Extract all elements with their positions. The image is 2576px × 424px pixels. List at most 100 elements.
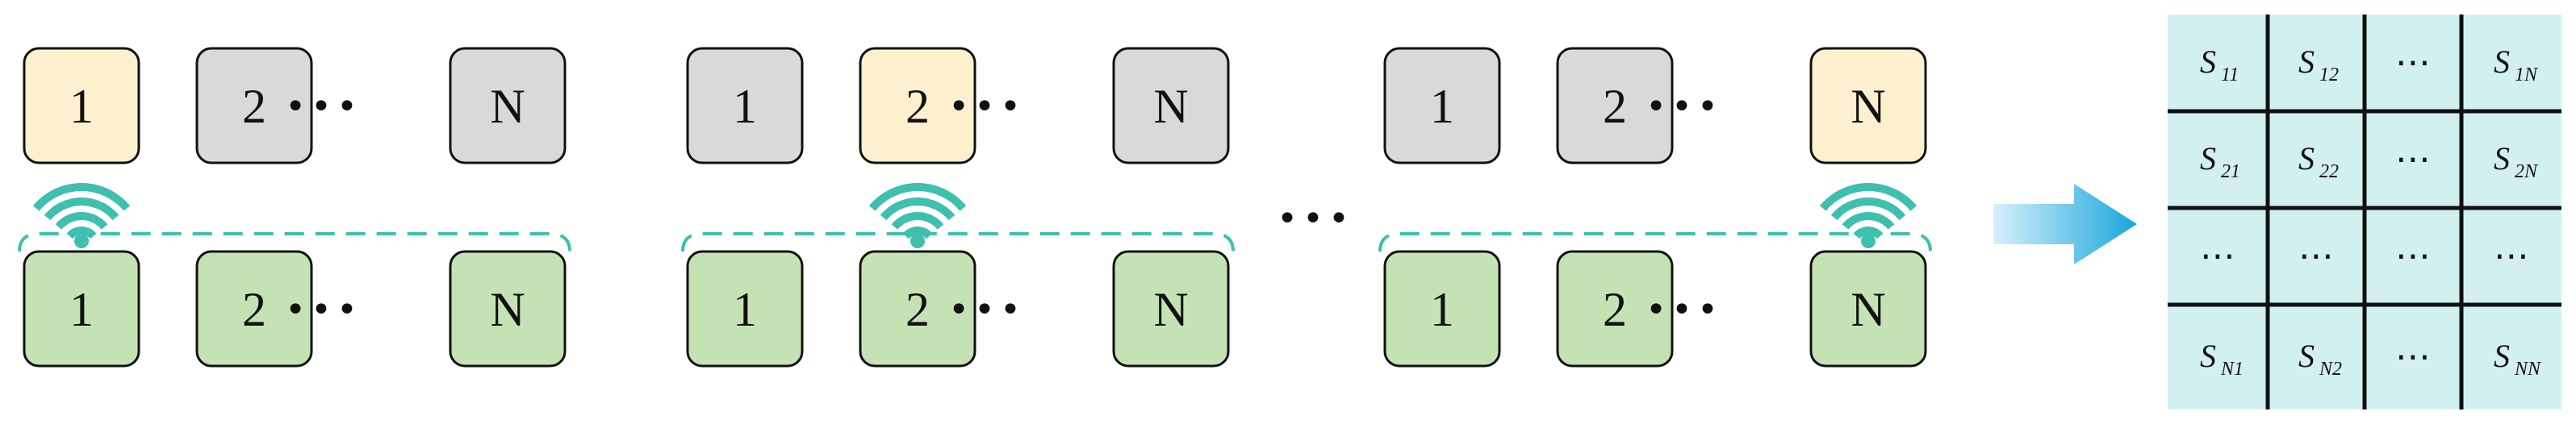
receiver-box: N (449, 250, 567, 368)
receiver-box: 1 (1383, 250, 1501, 368)
signal-arc (1819, 182, 1917, 211)
transmitter-box-rect (1556, 47, 1674, 164)
signal-arc (880, 197, 956, 221)
transmitter-box-rect (686, 47, 804, 164)
signal-source-dot (910, 234, 925, 248)
transmitter-box-label: N (490, 80, 525, 133)
arrow-layer (1993, 184, 2137, 264)
receiver-box-rect (23, 250, 140, 368)
matrix-cell: ⋯ (2395, 139, 2431, 180)
receiver-box: 1 (686, 250, 804, 368)
matrix-ellipsis: ⋯ (2395, 42, 2431, 83)
transmitter-box-label: 1 (1430, 80, 1454, 133)
matrix-entry-subscript: 21 (2221, 161, 2240, 182)
matrix-cell: ⋯ (2395, 235, 2431, 276)
bottom-row-ellipsis: ••• (948, 289, 1026, 330)
matrix-ellipsis: ⋯ (2200, 235, 2235, 276)
signal-source-dot (74, 234, 89, 248)
transmitter-box-label: 2 (242, 80, 266, 133)
transmitter-box-rect (1383, 47, 1501, 164)
matrix-entry-subscript: NN (2514, 359, 2542, 380)
receiver-bracket (18, 232, 571, 252)
wireless-signal-icon (1819, 182, 1917, 248)
matrix-ellipsis: ⋯ (2494, 235, 2529, 276)
active-transmitter-box: N (1809, 47, 1927, 164)
matrix-entry-subscript: N2 (2319, 359, 2342, 380)
signal-arc (66, 227, 97, 239)
matrix-entry: S (2298, 44, 2315, 80)
matrix-entry: S (2494, 44, 2510, 80)
matrix-cell: ⋯ (2298, 235, 2334, 276)
receiver-box: N (1809, 250, 1927, 368)
active-transmitter-box-rect (23, 47, 140, 164)
matrix-entry-subscript: 2N (2515, 161, 2539, 182)
between-groups-ellipsis: ••• (1277, 198, 1354, 239)
receiver-box-label: N (1850, 283, 1885, 336)
transmitter-box-rect (449, 47, 567, 164)
signal-arc (1853, 226, 1884, 239)
matrix-entry-subscript: N1 (2220, 359, 2244, 380)
active-transmitter-box-label: 1 (69, 80, 94, 133)
signal-arc (868, 183, 967, 211)
receiver-box: N (1112, 250, 1230, 368)
receiver-box: 1 (23, 250, 140, 368)
receiver-box-rect (1556, 250, 1674, 368)
receiver-box-rect (859, 250, 976, 368)
signal-arc (902, 227, 933, 239)
active-transmitter-box-label: 2 (905, 80, 930, 133)
receiver-box-label: 2 (905, 283, 930, 336)
active-transmitter-box-rect (859, 47, 976, 164)
transmitter-box: N (1112, 47, 1230, 164)
receiver-box-label: 1 (1430, 283, 1454, 336)
matrix-cell: ⋯ (2200, 235, 2235, 276)
transmitter-box: 1 (1383, 47, 1501, 164)
active-transmitter-box-rect (1809, 47, 1927, 164)
top-row-ellipsis: ••• (1646, 86, 1723, 127)
matrix-entry-subscript: 22 (2319, 161, 2339, 182)
receiver-box-rect (449, 250, 567, 368)
matrix-entry-subscript: 1N (2515, 64, 2539, 85)
signal-arc (32, 183, 131, 211)
receiver-box-label: N (1153, 283, 1188, 336)
signal-arc (1842, 211, 1895, 230)
receiver-box: 2 (195, 250, 313, 368)
signal-arc (1830, 197, 1906, 221)
top-row-ellipsis: ••• (285, 86, 362, 127)
receiver-box-label: 1 (733, 283, 757, 336)
matrix-entry-subscript: 11 (2221, 64, 2239, 85)
matrix-ellipsis: ⋯ (2298, 235, 2334, 276)
transmitter-box-label: N (1153, 80, 1188, 133)
matrix-ellipsis: ⋯ (2395, 336, 2431, 377)
matrix-entry: S (2200, 140, 2216, 177)
wireless-signal-icon (868, 183, 967, 248)
wireless-signal-icon (32, 183, 131, 248)
matrix-entry: S (2298, 140, 2315, 177)
signal-arc (44, 197, 119, 221)
transmitter-box-label: 1 (733, 80, 757, 133)
matrix-ellipsis: ⋯ (2395, 139, 2431, 180)
receiver-box: 2 (859, 250, 976, 368)
active-transmitter-box-label: N (1850, 80, 1885, 133)
transmitter-box: 1 (686, 47, 804, 164)
matrix-entry: S (2200, 338, 2216, 374)
receiver-box-rect (195, 250, 313, 368)
matrix-cell: ⋯ (2395, 336, 2431, 377)
receiver-box: 2 (1556, 250, 1674, 368)
active-transmitter-box: 1 (23, 47, 140, 164)
receiver-box-label: 1 (69, 283, 94, 336)
transmitter-box-rect (195, 47, 313, 164)
transmitter-box-rect (1112, 47, 1230, 164)
matrix-entry-subscript: 12 (2319, 64, 2339, 85)
